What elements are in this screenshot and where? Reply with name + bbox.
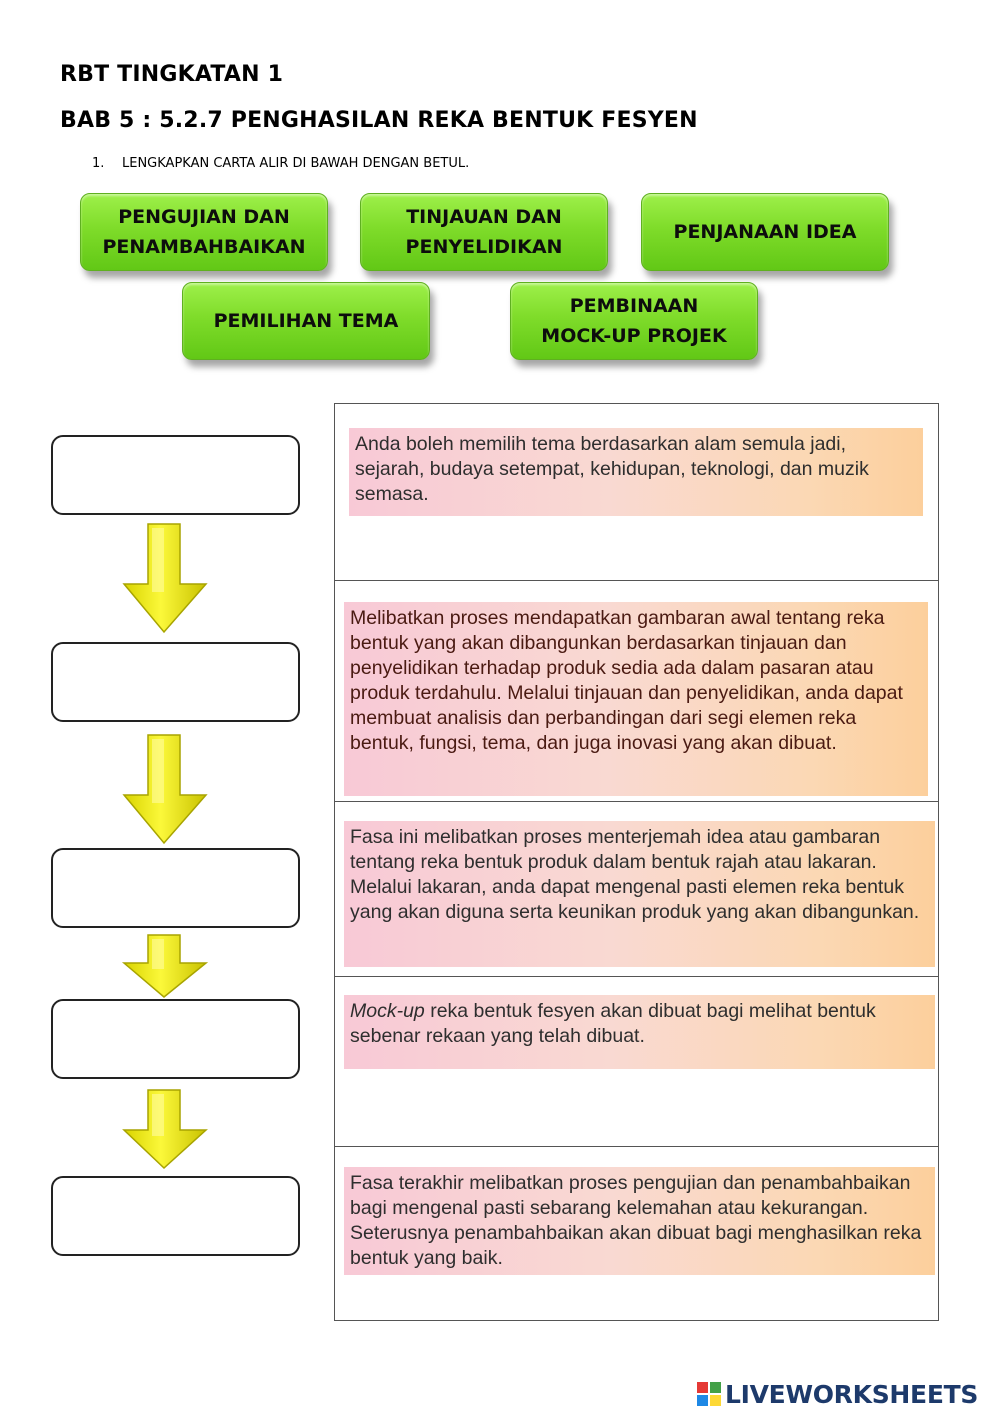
instruction: 1. LENGKAPKAN CARTA ALIR DI BAWAH DENGAN … bbox=[92, 156, 469, 171]
option-chip-pemilihan[interactable]: PEMILIHAN TEMA bbox=[182, 282, 430, 360]
description-3: Fasa ini melibatkan proses menterjemah i… bbox=[344, 821, 935, 967]
description-4-italic: Mock-up bbox=[350, 1000, 425, 1022]
answer-box-3[interactable] bbox=[51, 848, 300, 928]
option-chip-pengujian[interactable]: PENGUJIAN DAN PENAMBAHBAIKAN bbox=[80, 193, 328, 271]
description-table: Anda boleh memilih tema berdasarkan alam… bbox=[334, 403, 939, 1321]
down-arrow-icon bbox=[122, 1089, 208, 1170]
description-4-text: reka bentuk fesyen akan dibuat bagi meli… bbox=[350, 1000, 876, 1047]
worksheet-title: RBT TINGKATAN 1 bbox=[60, 62, 284, 87]
liveworksheets-logo: LIVEWORKSHEETS bbox=[697, 1377, 978, 1411]
option-chip-penjanaan[interactable]: PENJANAAN IDEA bbox=[641, 193, 889, 271]
logo-icon bbox=[697, 1382, 721, 1406]
logo-text: LIVEWORKSHEETS bbox=[725, 1379, 979, 1409]
table-row: Anda boleh memilih tema berdasarkan alam… bbox=[335, 404, 938, 581]
description-1: Anda boleh memilih tema berdasarkan alam… bbox=[349, 428, 923, 516]
description-5: Fasa terakhir melibatkan proses pengujia… bbox=[344, 1167, 935, 1275]
answer-box-1[interactable] bbox=[51, 435, 300, 515]
option-chip-pembinaan[interactable]: PEMBINAAN MOCK-UP PROJEK bbox=[510, 282, 758, 360]
table-row: Mock-up reka bentuk fesyen akan dibuat b… bbox=[335, 976, 938, 1147]
description-4: Mock-up reka bentuk fesyen akan dibuat b… bbox=[344, 995, 935, 1069]
answer-box-2[interactable] bbox=[51, 642, 300, 722]
answer-box-5[interactable] bbox=[51, 1176, 300, 1256]
table-row: Fasa ini melibatkan proses menterjemah i… bbox=[335, 801, 938, 977]
down-arrow-icon bbox=[122, 734, 208, 845]
description-2: Melibatkan proses mendapatkan gambaran a… bbox=[344, 602, 928, 796]
instruction-number: 1. bbox=[92, 156, 105, 171]
worksheet-subtitle: BAB 5 : 5.2.7 PENGHASILAN REKA BENTUK FE… bbox=[60, 108, 698, 133]
table-row: Fasa terakhir melibatkan proses pengujia… bbox=[335, 1146, 938, 1320]
down-arrow-icon bbox=[121, 934, 209, 998]
instruction-text: LENGKAPKAN CARTA ALIR DI BAWAH DENGAN BE… bbox=[122, 156, 470, 171]
answer-box-4[interactable] bbox=[51, 999, 300, 1079]
table-row: Melibatkan proses mendapatkan gambaran a… bbox=[335, 580, 938, 802]
down-arrow-icon bbox=[122, 523, 208, 634]
option-chip-tinjauan[interactable]: TINJAUAN DAN PENYELIDIKAN bbox=[360, 193, 608, 271]
